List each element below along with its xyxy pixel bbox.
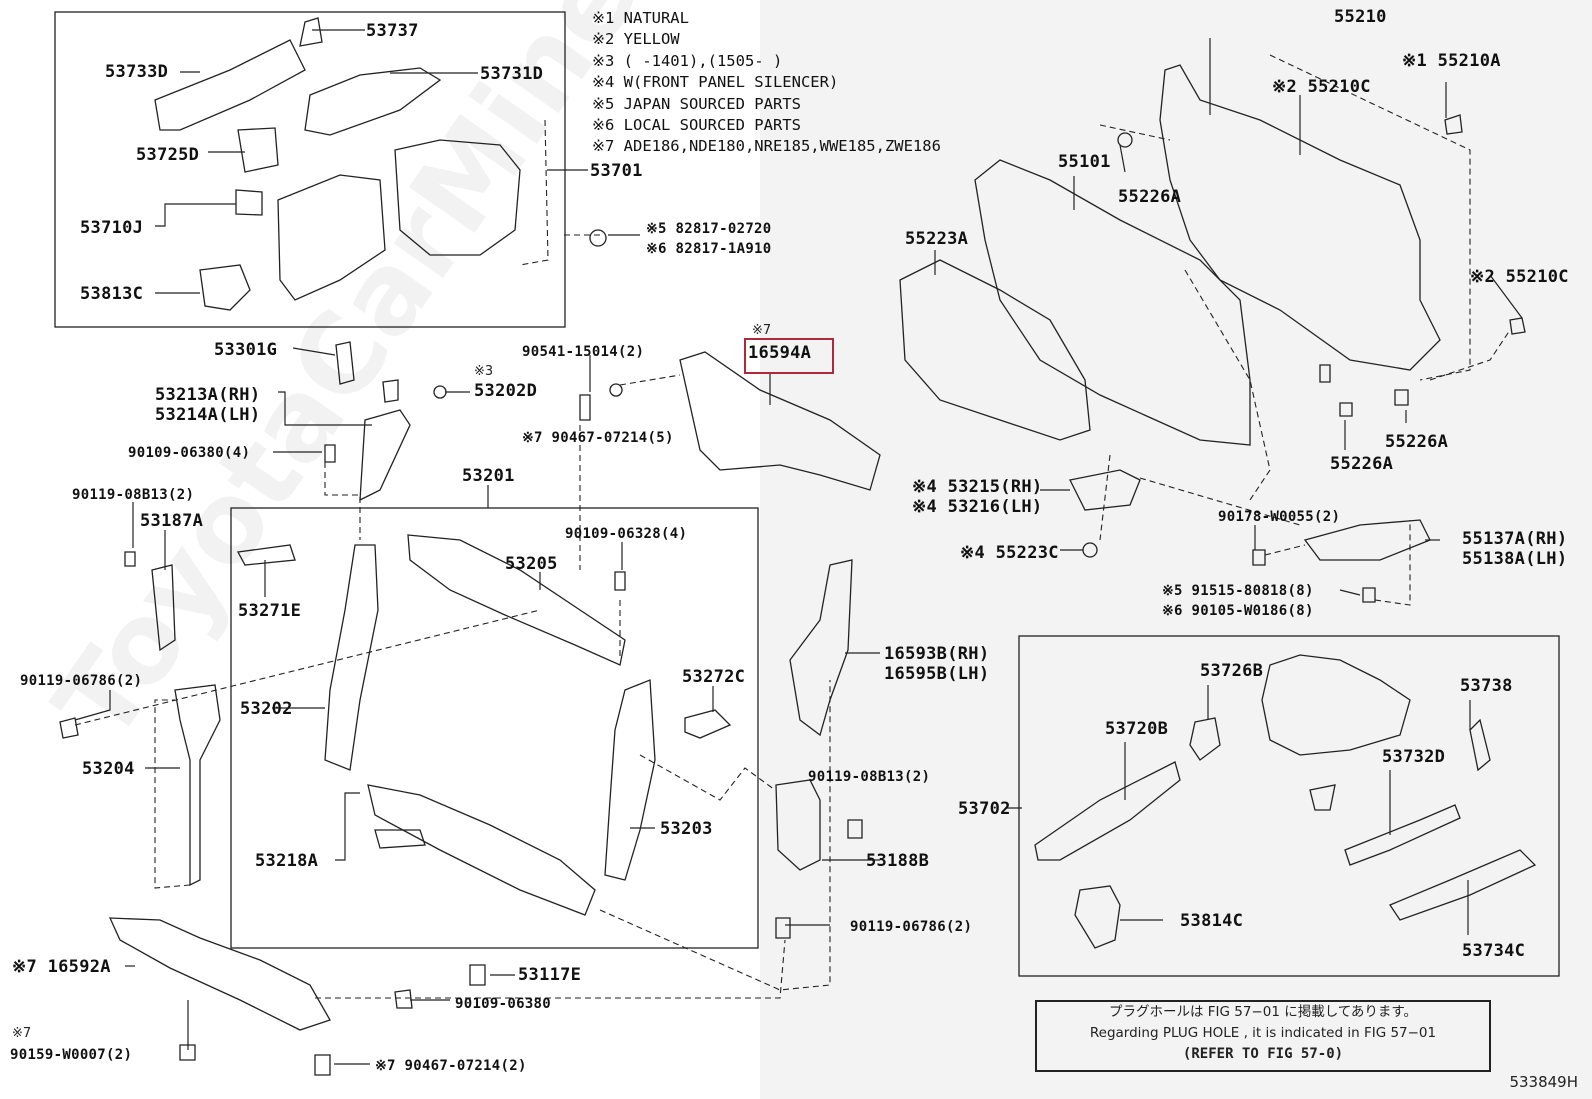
part-label-55226A-right[interactable]: 55226A xyxy=(1385,432,1449,452)
leader-lines xyxy=(74,29,1523,1065)
part-label-90159-W0007[interactable]: 90159-W0007(2) xyxy=(10,1047,133,1063)
note-english: Regarding PLUG HOLE , it is indicated in… xyxy=(1089,1025,1437,1041)
part-label-53213A[interactable]: 53213A(RH) xyxy=(155,385,261,405)
part-label-55138A[interactable]: 55138A(LH) xyxy=(1462,549,1568,569)
part-label-53301G[interactable]: 53301G xyxy=(214,340,278,360)
part-label-53731D[interactable]: 53731D xyxy=(480,64,544,84)
part-label-53738[interactable]: 53738 xyxy=(1460,676,1513,696)
part-label-55210C-top[interactable]: ※2 55210C xyxy=(1272,77,1371,97)
legend-item: ※5 JAPAN SOURCED PARTS xyxy=(592,94,801,113)
part-label-53204[interactable]: 53204 xyxy=(82,759,135,779)
part-label-53272C[interactable]: 53272C xyxy=(682,667,746,687)
legend-item: ※2 YELLOW xyxy=(592,30,680,49)
legend-item: ※3 ( -1401),(1505- ) xyxy=(592,51,783,70)
part-label-90467-07214-2[interactable]: ※7 90467-07214(2) xyxy=(375,1058,527,1074)
part-label-53187A[interactable]: 53187A xyxy=(140,511,204,531)
part-label-53813C[interactable]: 53813C xyxy=(80,284,144,304)
part-label-90119-06786-right[interactable]: 90119-06786(2) xyxy=(850,919,973,935)
part-label-55101[interactable]: 55101 xyxy=(1058,152,1111,172)
part-label-55226A-top[interactable]: 55226A xyxy=(1118,187,1182,207)
part-label-53117E[interactable]: 53117E xyxy=(518,965,582,985)
right-panel-background xyxy=(760,0,1592,1099)
part-label-55210[interactable]: 55210 xyxy=(1334,7,1387,27)
part-label-82817-02720[interactable]: ※5 82817-02720 xyxy=(646,221,772,237)
part-label-53710J[interactable]: 53710J xyxy=(80,218,144,238)
part-label-90119-08B13[interactable]: 90119-08B13(2) xyxy=(72,487,195,503)
part-label-53188B[interactable]: 53188B xyxy=(866,851,930,871)
legend-item: ※4 W(FRONT PANEL SILENCER) xyxy=(592,73,839,92)
part-16594A-shape xyxy=(679,351,881,491)
part-label-53737[interactable]: 53737 xyxy=(366,21,419,41)
part-label-53218A[interactable]: 53218A xyxy=(255,851,319,871)
part-label-53215[interactable]: ※4 53215(RH) xyxy=(912,477,1043,497)
part-label-90178-W0055[interactable]: 90178-W0055(2) xyxy=(1218,509,1341,525)
part-label-53720B[interactable]: 53720B xyxy=(1105,719,1169,739)
plug-hole-note: プラグホールは FIG 57−01 に掲載してあります。 Regarding P… xyxy=(1035,1000,1491,1072)
part-label-90105-W0186[interactable]: ※6 90105-W0186(8) xyxy=(1162,603,1314,619)
part-label-91515-80818[interactable]: ※5 91515-80818(8) xyxy=(1162,583,1314,599)
part-label-90109-06328[interactable]: 90109-06328(4) xyxy=(565,526,688,542)
part-label-53203[interactable]: 53203 xyxy=(660,819,713,839)
part-label-53214A[interactable]: 53214A(LH) xyxy=(155,405,261,425)
part-label-53726B[interactable]: 53726B xyxy=(1200,661,1264,681)
part-label-90119-06786-left[interactable]: 90119-06786(2) xyxy=(20,673,143,689)
part-label-53205[interactable]: 53205 xyxy=(505,554,558,574)
part-label-53216[interactable]: ※4 53216(LH) xyxy=(912,497,1043,517)
note-reference-link[interactable]: (REFER TO FIG 57-0) xyxy=(1182,1046,1344,1062)
part-label-53701[interactable]: 53701 xyxy=(590,161,643,181)
part-label-55223A[interactable]: 55223A xyxy=(905,229,969,249)
part-label-55137A[interactable]: 55137A(RH) xyxy=(1462,529,1568,549)
variant-mark-7: ※7 xyxy=(752,323,772,338)
part-label-90119-08B13-right[interactable]: 90119-08B13(2) xyxy=(808,769,931,785)
legend-item: ※7 ADE186,NDE180,NRE185,WWE185,ZWE186 xyxy=(592,137,941,156)
part-label-90541-15014[interactable]: 90541-15014(2) xyxy=(522,344,645,360)
part-label-55210C-right[interactable]: ※2 55210C xyxy=(1470,267,1569,287)
part-label-82817-1A910[interactable]: ※6 82817-1A910 xyxy=(646,241,772,257)
part-label-16592A[interactable]: ※7 16592A xyxy=(12,957,111,977)
part-label-53732D[interactable]: 53732D xyxy=(1382,747,1446,767)
variant-mark-3: ※3 xyxy=(474,364,494,379)
figure-number: 533849H xyxy=(1509,1073,1578,1091)
part-label-16593B[interactable]: 16593B(RH) xyxy=(884,644,990,664)
part-outlines xyxy=(59,17,1537,1076)
dashed-lines xyxy=(74,54,1511,999)
part-label-53201[interactable]: 53201 xyxy=(462,466,515,486)
part-label-55223C[interactable]: ※4 55223C xyxy=(960,543,1059,563)
part-label-90109-06380-4[interactable]: 90109-06380(4) xyxy=(128,445,251,461)
part-label-53814C[interactable]: 53814C xyxy=(1180,911,1244,931)
legend-item: ※6 LOCAL SOURCED PARTS xyxy=(592,116,801,135)
part-label-16595B[interactable]: 16595B(LH) xyxy=(884,664,990,684)
legend-item: ※1 NATURAL xyxy=(592,9,689,27)
part-label-55210A[interactable]: ※1 55210A xyxy=(1402,51,1501,71)
part-label-53271E[interactable]: 53271E xyxy=(238,601,302,621)
legend-notes: ※1 NATURAL ※2 YELLOW ※3 ( -1401),(1505- … xyxy=(592,8,941,158)
highlighted-part-box xyxy=(744,338,834,374)
part-label-53725D[interactable]: 53725D xyxy=(136,145,200,165)
part-label-53202[interactable]: 53202 xyxy=(240,699,293,719)
part-label-53202D[interactable]: 53202D xyxy=(474,381,538,401)
part-label-90467-07214-5[interactable]: ※7 90467-07214(5) xyxy=(522,430,674,446)
part-label-90109-06380[interactable]: 90109-06380 xyxy=(455,996,552,1012)
note-japanese: プラグホールは FIG 57−01 に掲載してあります。 xyxy=(1108,1004,1418,1020)
part-label-53702[interactable]: 53702 xyxy=(958,799,1011,819)
part-label-53734C[interactable]: 53734C xyxy=(1462,941,1526,961)
part-label-55226A-bottom[interactable]: 55226A xyxy=(1330,454,1394,474)
variant-mark-7: ※7 xyxy=(12,1026,32,1041)
part-label-53733D[interactable]: 53733D xyxy=(105,62,169,82)
part-label-16594A[interactable]: 16594A xyxy=(748,343,812,363)
